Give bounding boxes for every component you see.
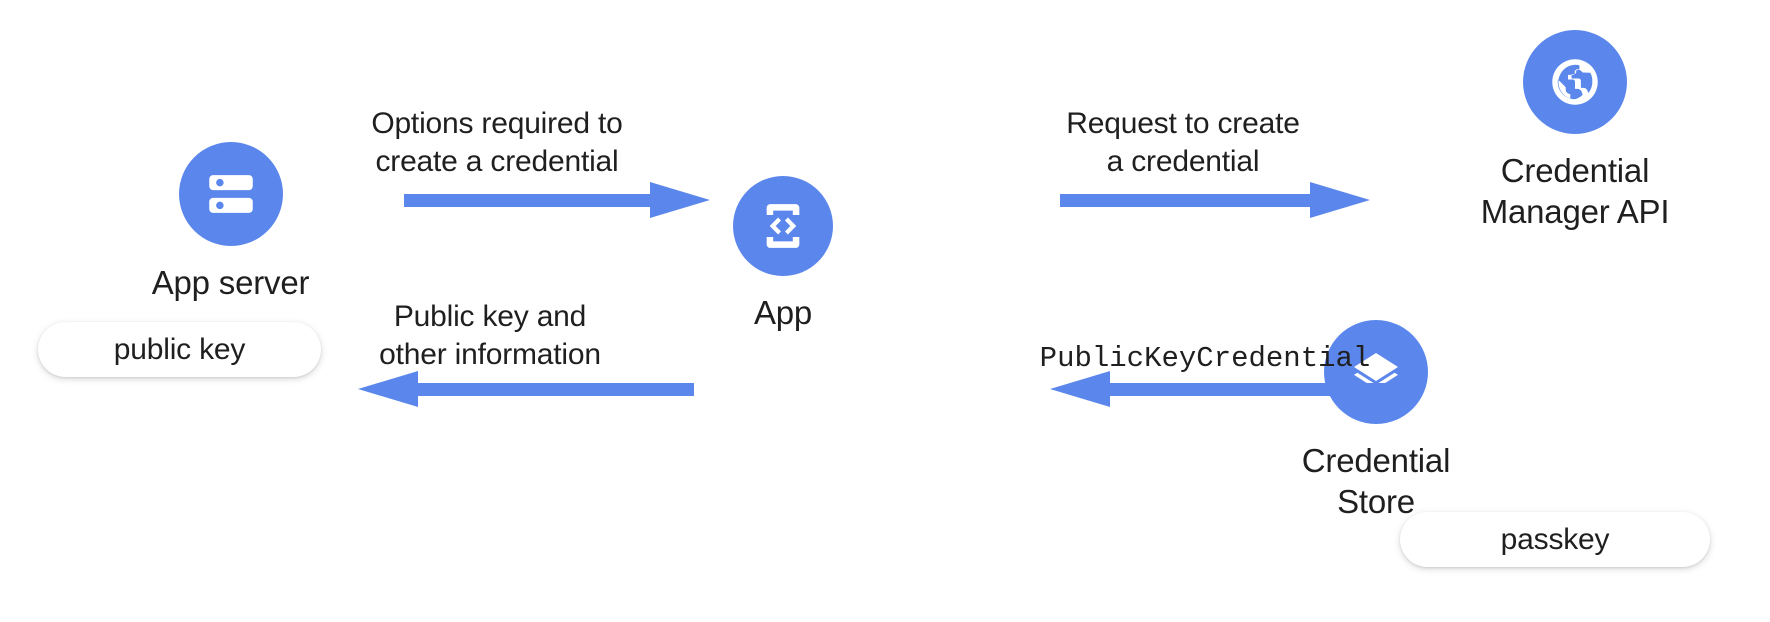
node-app-server: App server xyxy=(128,142,333,303)
app-code-phone-icon xyxy=(766,204,800,248)
pill-public-key: public key xyxy=(38,322,321,377)
node-label-credential-manager-api: Credential Manager API xyxy=(1480,152,1670,230)
arrow-options-required xyxy=(404,180,710,220)
node-credential-manager-api: Credential Manager API xyxy=(1445,30,1705,232)
node-app: App xyxy=(728,176,838,333)
node-credential-store: Credential Store xyxy=(1260,320,1492,522)
node-label-app: App xyxy=(753,294,813,331)
arrow-request-to-create xyxy=(1060,180,1370,220)
pill-passkey: passkey xyxy=(1400,512,1710,567)
node-label-credential-store: Credential Store xyxy=(1301,442,1451,520)
app-server-icon-circle xyxy=(178,142,283,246)
caption-public-key-credential: PublicKeyCredential xyxy=(1039,342,1371,375)
app-icon-circle xyxy=(733,176,833,276)
arrow-public-key-credential xyxy=(1050,369,1386,409)
credential-store-icon-circle xyxy=(1324,320,1428,424)
globe-icon xyxy=(1552,59,1598,105)
caption-public-key-and-other-info: Public key and other information xyxy=(379,300,601,371)
server-icon xyxy=(208,175,253,213)
caption-request-to-create: Request to create a credential xyxy=(1066,107,1300,178)
credential-manager-icon-circle xyxy=(1523,30,1627,134)
caption-options-required: Options required to create a credential xyxy=(371,107,623,178)
arrow-public-key-back xyxy=(358,369,694,409)
node-label-app-server: App server xyxy=(151,264,310,301)
